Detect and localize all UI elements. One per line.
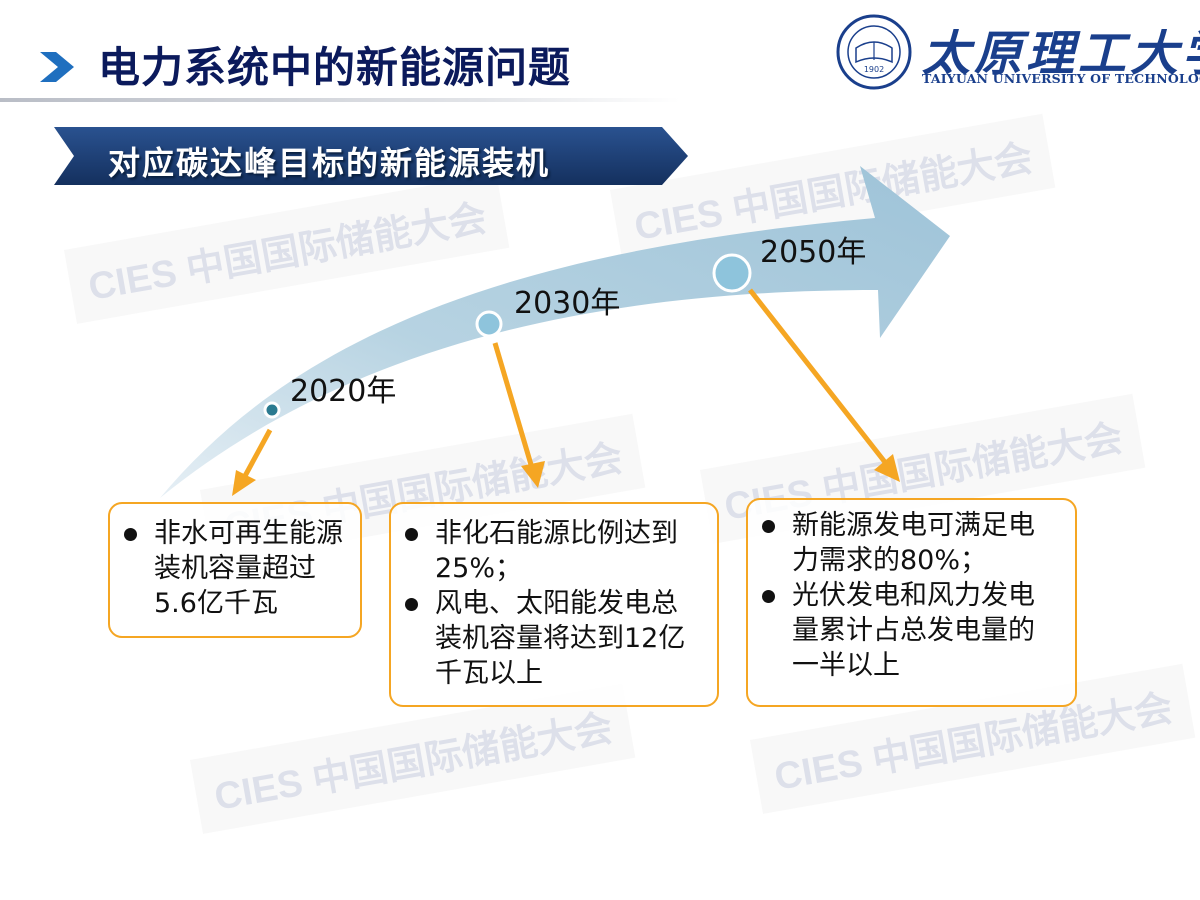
list-item: 新能源发电可满足电力需求的80%； — [748, 508, 1055, 578]
university-seal-icon: 1902 — [836, 14, 912, 90]
pointer-arrow-2030 — [492, 342, 535, 469]
subtitle-banner — [54, 127, 688, 185]
pointer-arrow-2050 — [748, 288, 890, 468]
milestone-year-2020: 2020年 — [290, 374, 397, 409]
bullet-icon — [405, 528, 418, 541]
bullet-icon — [762, 520, 775, 533]
bullet-icon — [405, 598, 418, 611]
university-name-cn: 太原理工大学 — [922, 26, 1200, 82]
milestone-year-2050: 2050年 — [760, 235, 867, 270]
bullet-text: 新能源发电可满足电力需求的80%； — [792, 510, 1035, 576]
milestone-card-2020: 非水可再生能源装机容量超过5.6亿千瓦 — [108, 502, 362, 638]
milestone-dot-2020 — [263, 401, 281, 419]
milestone-year-2030: 2030年 — [514, 286, 621, 321]
seal-year: 1902 — [864, 65, 884, 74]
milestone-dot-2030 — [475, 310, 503, 338]
bullet-text: 光伏发电和风力发电量累计占总发电量的一半以上 — [792, 580, 1035, 681]
chevron-right-icon — [40, 52, 74, 82]
list-item: 非水可再生能源装机容量超过5.6亿千瓦 — [110, 516, 346, 621]
milestone-card-2030: 非化石能源比例达到25%； 风电、太阳能发电总装机容量将达到12亿千瓦以上 — [389, 502, 719, 707]
timeline-arrow — [160, 166, 950, 498]
bullet-text: 非水可再生能源装机容量超过5.6亿千瓦 — [154, 518, 343, 619]
milestone-card-2050: 新能源发电可满足电力需求的80%； 光伏发电和风力发电量累计占总发电量的一半以上 — [746, 498, 1077, 707]
university-name-en: TAIYUAN UNIVERSITY OF TECHNOLOGY — [922, 71, 1200, 86]
list-item: 非化石能源比例达到25%； — [391, 516, 703, 586]
bullet-icon — [124, 528, 137, 541]
list-item: 风电、太阳能发电总装机容量将达到12亿千瓦以上 — [391, 586, 703, 691]
bullet-text: 风电、太阳能发电总装机容量将达到12亿千瓦以上 — [435, 588, 686, 689]
header-divider — [0, 98, 680, 102]
page-title: 电力系统中的新能源问题 — [98, 43, 572, 92]
list-item: 光伏发电和风力发电量累计占总发电量的一半以上 — [748, 578, 1055, 683]
bullet-text: 非化石能源比例达到25%； — [435, 518, 678, 584]
milestone-dot-2050 — [712, 253, 752, 293]
pointer-arrow-2020 — [242, 428, 273, 478]
subtitle-text: 对应碳达峰目标的新能源装机 — [108, 144, 551, 182]
bullet-icon — [762, 590, 775, 603]
